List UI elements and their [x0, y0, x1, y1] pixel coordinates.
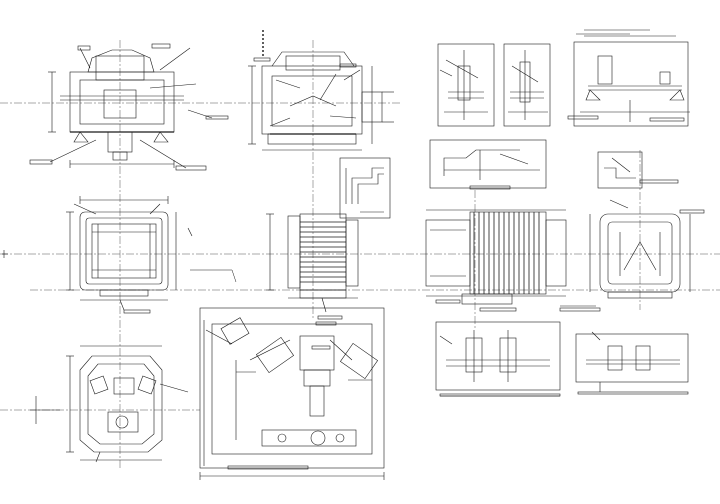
side-marker — [2, 250, 8, 258]
annotation-leaders — [190, 269, 596, 307]
center-lines — [0, 40, 720, 470]
view-end-right-mid — [589, 199, 705, 299]
view-assembly-center — [199, 307, 385, 480]
view-plan-left — [66, 196, 193, 314]
notes-block — [584, 29, 676, 37]
view-section-right-mid — [425, 209, 601, 312]
view-front-upper-left — [29, 43, 229, 171]
view-detail-lower-right-b — [575, 331, 689, 395]
view-side-mid — [266, 213, 359, 320]
view-detail-small-right — [597, 151, 679, 189]
view-detail-mid-right-box — [429, 139, 547, 190]
view-detail-lower-right-a — [435, 321, 561, 397]
view-bottom-left — [30, 345, 189, 463]
detail-pipe-bend — [339, 157, 391, 219]
view-front-upper-mid — [248, 51, 394, 151]
view-detail-top-right-b — [503, 43, 551, 127]
view-detail-top-right-c — [567, 33, 690, 127]
view-detail-top-right-a — [437, 43, 495, 127]
